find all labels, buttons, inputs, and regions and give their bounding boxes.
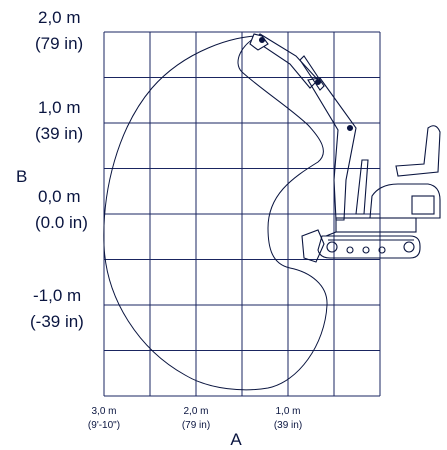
chassis — [335, 217, 417, 233]
operator-seat — [395, 125, 441, 177]
y-label-neg1m: -1,0 m — [33, 286, 81, 305]
track — [317, 235, 421, 259]
y-label-neg1m-imperial: (-39 in) — [30, 312, 84, 331]
y-label-1m: 1,0 m — [38, 98, 81, 117]
arm-cylinder — [299, 55, 325, 91]
excavator-drawing — [249, 33, 441, 263]
x-label-3m-imperial: (9'-10") — [88, 420, 120, 431]
x-axis-labels: 3,0 m (9'-10") 2,0 m (79 in) 1,0 m (39 i… — [88, 406, 302, 431]
y-label-1m-imperial: (39 in) — [35, 124, 83, 143]
y-label-2m: 2,0 m — [38, 8, 81, 27]
y-label-0m-imperial: (0.0 in) — [35, 213, 88, 232]
y-label-0m: 0,0 m — [38, 187, 81, 206]
x-label-1m: 1,0 m — [275, 406, 300, 417]
axis-a-label: A — [230, 430, 242, 449]
x-label-2m: 2,0 m — [183, 406, 208, 417]
working-range-envelope — [103, 35, 328, 391]
engine-panel — [411, 195, 435, 215]
boom-cylinder — [355, 159, 369, 215]
x-label-1m-imperial: (39 in) — [274, 420, 302, 431]
x-label-2m-imperial: (79 in) — [182, 420, 210, 431]
x-label-3m: 3,0 m — [91, 406, 116, 417]
y-label-2m-imperial: (79 in) — [35, 34, 83, 53]
grid — [103, 31, 381, 397]
y-axis-labels: 2,0 m (79 in) 1,0 m (39 in) 0,0 m (0.0 i… — [30, 8, 88, 331]
boom — [307, 77, 357, 221]
dozer-blade — [301, 229, 325, 263]
axis-b-label: B — [16, 167, 27, 186]
track-rollers — [326, 239, 415, 254]
upper-body — [369, 183, 441, 219]
